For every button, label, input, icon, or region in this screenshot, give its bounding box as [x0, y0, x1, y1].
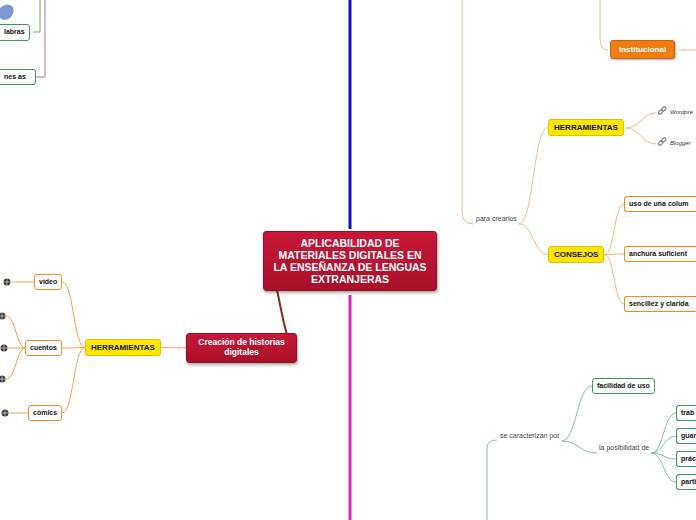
connector [651, 453, 676, 482]
link-icon [658, 106, 667, 146]
node-text: trab [681, 409, 694, 416]
category-tag: CONSEJOS [548, 246, 604, 263]
globe-icon [0, 279, 11, 417]
connector [604, 255, 624, 304]
connector [519, 224, 548, 255]
branch-line [349, 0, 352, 229]
text-topic: la posibilidad de [597, 443, 651, 453]
leader-line [626, 128, 656, 144]
subtopic-box: prác [676, 451, 696, 467]
branch-line [33, 0, 40, 32]
subtopic-box: facilidad de uso [592, 378, 655, 394]
node-text: parti [681, 478, 696, 485]
label-text: Blogger [670, 140, 691, 146]
node-text: cuentos [30, 344, 57, 351]
connector [651, 413, 676, 453]
node-text: para crearlos [476, 215, 517, 222]
connector [562, 441, 597, 453]
node-text: Creación de historias digitales [198, 337, 284, 357]
node-text: HERRAMIENTAS [554, 123, 618, 132]
subtopic-box: anchura suficient [624, 246, 696, 262]
connector [161, 347, 186, 348]
link-label: Wordpre [670, 109, 693, 115]
subtopic-box: uso de una colum [624, 196, 696, 212]
category-tag: HERRAMIENTAS [85, 339, 161, 356]
subtopic-box: cómics [28, 405, 62, 421]
subtopic-box: vídeo [34, 274, 62, 290]
connector [62, 348, 85, 413]
node-text: guar [681, 432, 696, 439]
category-tag: HERRAMIENTAS [548, 119, 624, 136]
branch-line [600, 0, 608, 50]
node-text: labras [4, 28, 25, 35]
subtopic-box: nes as [0, 69, 36, 85]
subtopic-box: labras [0, 24, 30, 41]
connector [62, 282, 85, 348]
connector [519, 128, 548, 224]
branch-line [349, 295, 352, 520]
leader-line [626, 113, 656, 128]
node-text: institucional [619, 45, 666, 54]
subtopic-box: trab [676, 405, 696, 421]
branch-line [462, 0, 474, 224]
subtopic-box: guar [676, 428, 696, 444]
branch-line [487, 440, 497, 520]
picture-fragment [0, 4, 14, 20]
central-topic: APLICABILIDAD DE MATERIALES DIGITALES EN… [263, 231, 437, 291]
subtopic-box: sencillez y clarida [624, 296, 696, 312]
node-text: nes as [4, 73, 26, 80]
node-text: APLICABILIDAD DE MATERIALES DIGITALES EN… [273, 237, 426, 285]
node-text: la posibilidad de [599, 444, 649, 451]
branch-line [679, 50, 696, 51]
node-text: CONSEJOS [554, 250, 598, 259]
text-topic: se caracterizan por [498, 431, 562, 441]
node-text: anchura suficient [629, 250, 687, 257]
node-text: se caracterizan por [500, 432, 560, 439]
node-text: HERRAMIENTAS [91, 343, 155, 352]
connector [604, 204, 624, 255]
label-text: Wordpre [670, 109, 693, 115]
subtopic-box: parti [676, 474, 696, 490]
node-text: facilidad de uso [597, 382, 650, 389]
connector [562, 386, 592, 441]
main-topic: Creación de historias digitales [186, 333, 297, 363]
node-text: cómics [33, 409, 57, 416]
topic-box: institucional [610, 40, 675, 59]
link-label: Blogger [670, 140, 691, 146]
node-text: vídeo [39, 278, 57, 285]
text-topic: para crearlos [474, 214, 519, 224]
subtopic-box: cuentos [25, 340, 62, 356]
node-text: prác [681, 455, 696, 462]
node-text: sencillez y clarida [629, 300, 689, 307]
connector [651, 436, 676, 453]
branch-line [36, 0, 45, 77]
connector [604, 254, 624, 256]
node-text: uso de una colum [629, 200, 689, 207]
connector [62, 347, 85, 348]
